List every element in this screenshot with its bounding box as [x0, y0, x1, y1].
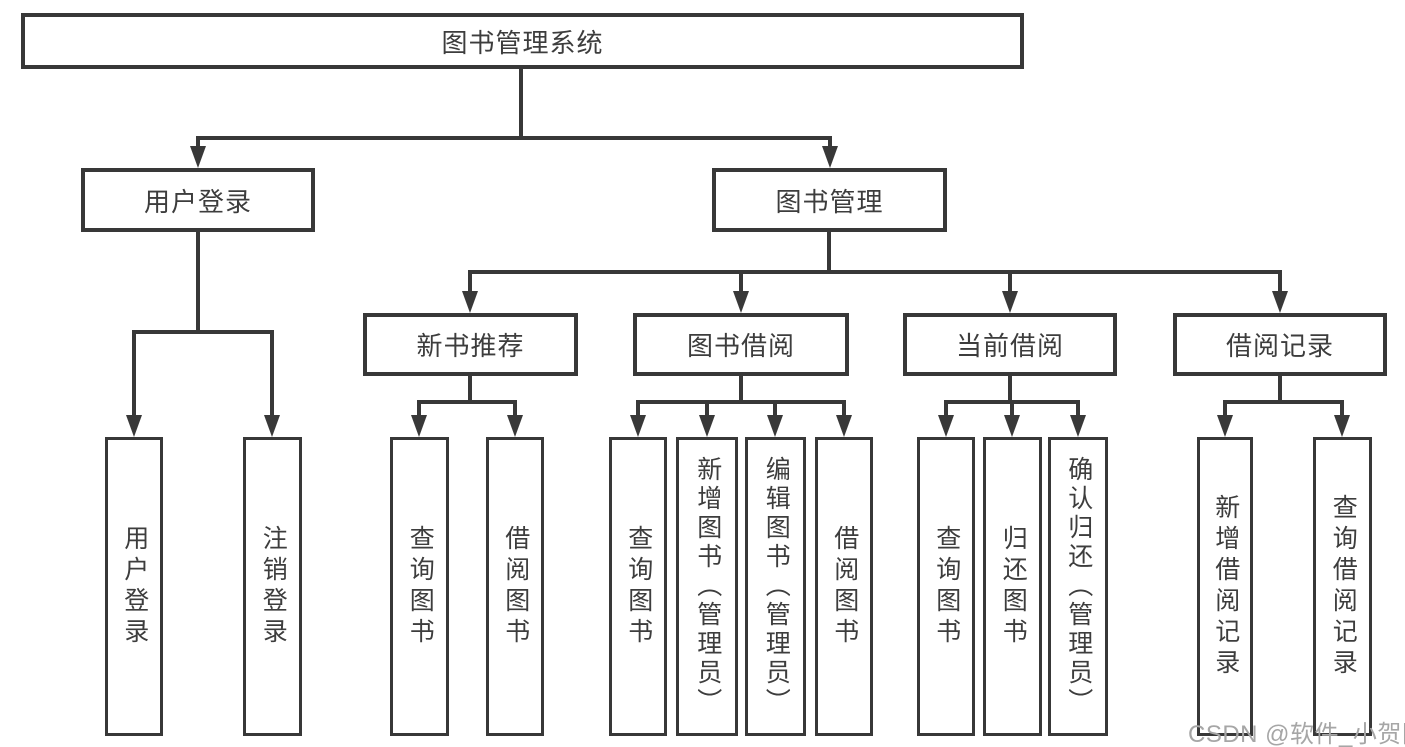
connector-stem: [1008, 376, 1012, 404]
arrow-down-icon: [699, 415, 715, 437]
node-label: 确认归还（管理员）: [1064, 456, 1093, 717]
arrow-down-icon: [836, 415, 852, 437]
node-label: 查询借阅记录: [1329, 493, 1358, 680]
node-current-borrowing: 当前借阅: [903, 313, 1117, 376]
connector-stem: [196, 138, 200, 148]
arrow-down-icon: [938, 415, 954, 437]
node-label: 借阅图书: [830, 524, 859, 649]
node-borrow-books-1: 借阅图书: [486, 437, 544, 736]
node-label: 编辑图书（管理员）: [762, 456, 791, 717]
node-book-borrowing: 图书借阅: [633, 313, 849, 376]
connector-stem: [417, 402, 421, 417]
node-query-books-1: 查询图书: [390, 437, 449, 736]
connector-stem: [468, 272, 472, 292]
node-user-login: 用户登录: [81, 168, 315, 232]
connector-stem: [827, 232, 831, 274]
node-add-borrow-record: 新增借阅记录: [1197, 437, 1253, 736]
node-query-borrow-record: 查询借阅记录: [1313, 437, 1372, 736]
arrow-down-icon: [1217, 415, 1233, 437]
arrow-down-icon: [507, 415, 523, 437]
connector-branch: [636, 400, 846, 404]
connector-stem: [1278, 376, 1282, 404]
csdn-watermark: CSDN @软件_小贺同学: [1188, 721, 1405, 747]
connector-stem: [1008, 272, 1012, 292]
node-library-management-system: 图书管理系统: [21, 13, 1024, 69]
node-label: 新增图书（管理员）: [693, 456, 722, 717]
connector-stem: [1340, 402, 1344, 417]
connector-stem: [828, 138, 832, 148]
node-borrowing-records: 借阅记录: [1173, 313, 1387, 376]
connector-level1-branch: [196, 136, 832, 140]
connector-stem: [270, 332, 274, 416]
node-label: 用户登录: [120, 524, 149, 649]
node-confirm-return-admin: 确认归还（管理员）: [1048, 437, 1108, 736]
arrow-down-icon: [1004, 415, 1020, 437]
node-label: 查询图书: [406, 524, 435, 649]
node-logout: 注销登录: [243, 437, 302, 736]
connector-stem: [739, 272, 743, 292]
node-label: 归还图书: [999, 524, 1028, 649]
node-book-management: 图书管理: [712, 168, 947, 232]
connector-stem: [1278, 272, 1282, 292]
connector-stem: [842, 402, 846, 417]
node-label: 新书推荐: [416, 331, 525, 361]
connector-branch: [132, 330, 274, 334]
node-label: 图书管理系统: [441, 27, 604, 58]
node-borrow-books-2: 借阅图书: [815, 437, 873, 736]
connector-level2-branch: [468, 270, 1282, 274]
node-label: 图书管理: [775, 186, 884, 217]
connector-stem: [132, 332, 136, 416]
connector-stem: [513, 402, 517, 417]
node-label: 用户登录: [143, 186, 252, 217]
node-label: 借阅图书: [501, 524, 530, 649]
connector-stem: [739, 376, 743, 404]
arrow-down-icon: [1002, 291, 1018, 313]
node-query-books-3: 查询图书: [917, 437, 975, 736]
arrow-down-icon: [126, 415, 142, 437]
node-user-login-action: 用户登录: [105, 437, 163, 736]
node-label: 注销登录: [259, 524, 288, 649]
arrow-down-icon: [733, 291, 749, 313]
arrow-down-icon: [264, 415, 280, 437]
node-query-books-2: 查询图书: [609, 437, 667, 736]
node-label: 查询图书: [624, 524, 653, 649]
connector-root-stem: [519, 69, 523, 140]
node-label: 借阅记录: [1225, 331, 1334, 361]
node-add-books-admin: 新增图书（管理员）: [676, 437, 738, 736]
arrow-down-icon: [190, 146, 206, 168]
connector-stem: [1010, 402, 1014, 417]
connector-branch: [417, 400, 517, 404]
connector-stem: [1076, 402, 1080, 417]
connector-branch: [1223, 400, 1344, 404]
arrow-down-icon: [462, 291, 478, 313]
node-label: 新增借阅记录: [1211, 493, 1240, 680]
arrow-down-icon: [1334, 415, 1350, 437]
connector-stem: [468, 376, 472, 404]
connector-stem: [773, 402, 777, 417]
arrow-down-icon: [411, 415, 427, 437]
arrow-down-icon: [822, 146, 838, 168]
node-return-books: 归还图书: [983, 437, 1042, 736]
node-label: 查询图书: [932, 524, 961, 649]
arrow-down-icon: [1070, 415, 1086, 437]
arrow-down-icon: [630, 415, 646, 437]
connector-stem: [705, 402, 709, 417]
connector-stem: [196, 232, 200, 334]
connector-stem: [1223, 402, 1227, 417]
arrow-down-icon: [767, 415, 783, 437]
arrow-down-icon: [1272, 291, 1288, 313]
node-label: 图书借阅: [686, 331, 795, 361]
connector-stem: [636, 402, 640, 417]
node-new-book-recommendation: 新书推荐: [363, 313, 578, 376]
node-edit-books-admin: 编辑图书（管理员）: [745, 437, 806, 736]
node-label: 当前借阅: [955, 331, 1064, 361]
connector-stem: [944, 402, 948, 417]
